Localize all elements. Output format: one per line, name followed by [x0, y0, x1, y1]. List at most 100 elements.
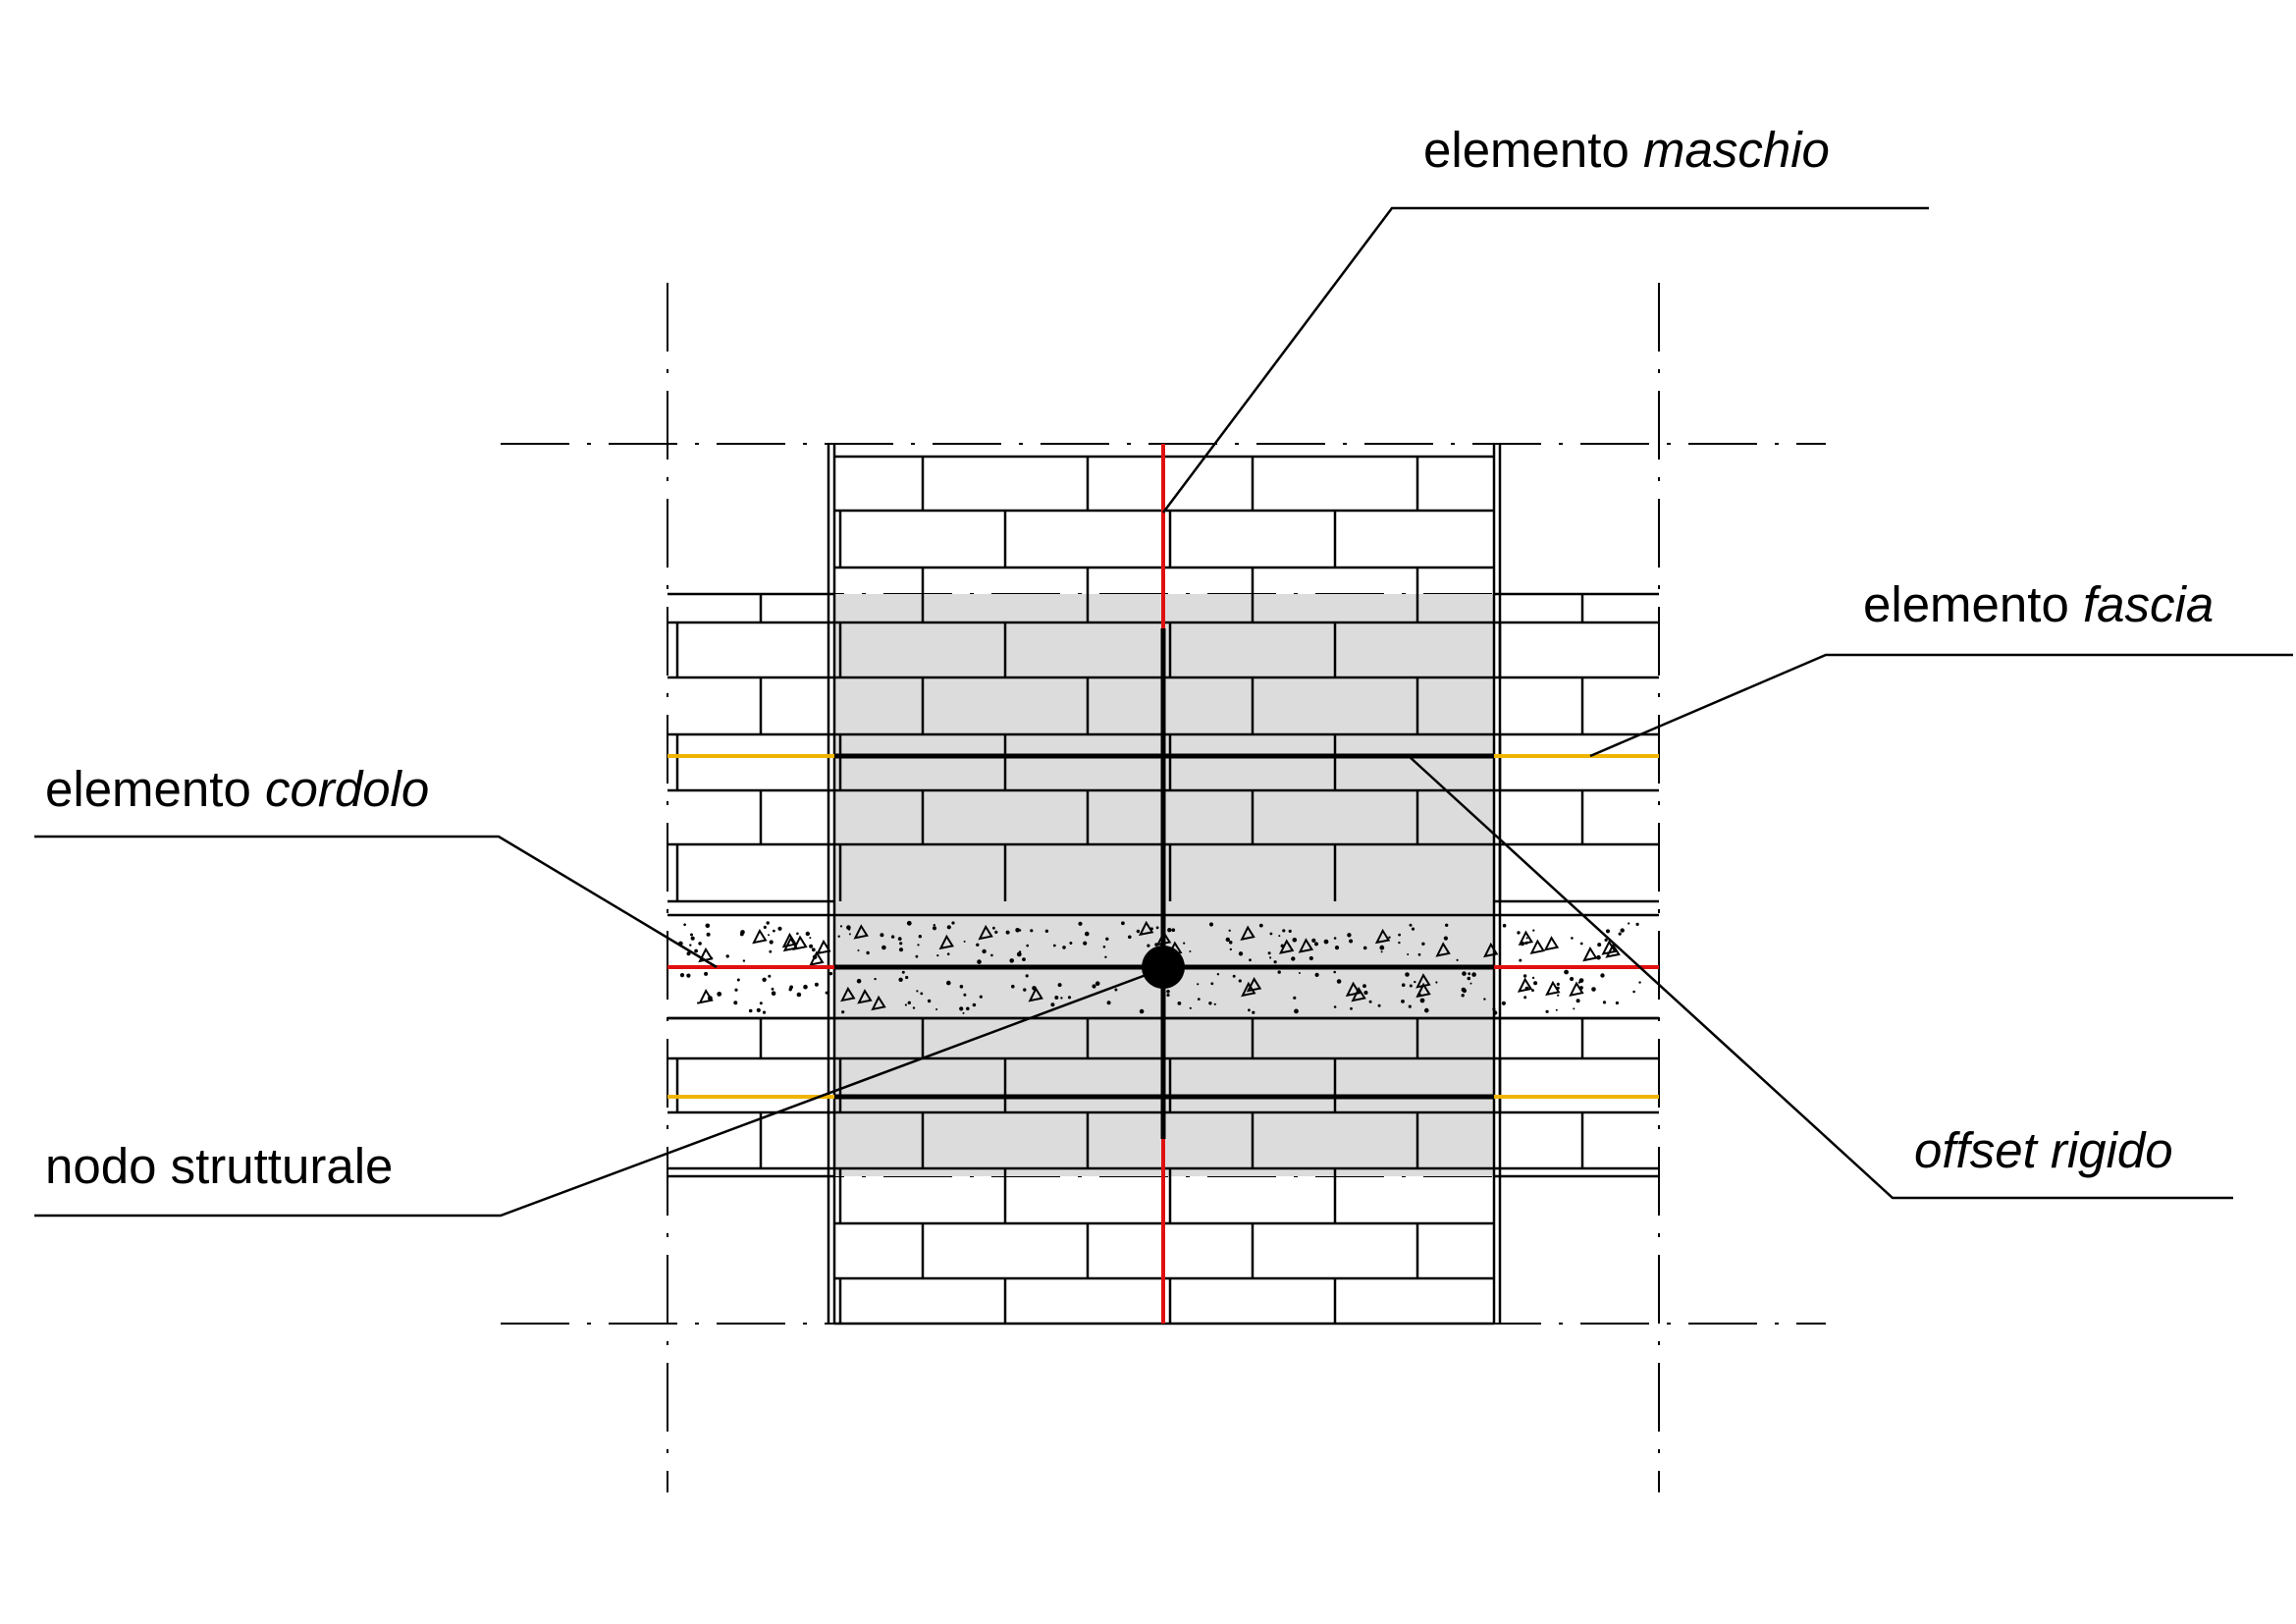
concrete-speck: [848, 933, 851, 936]
concrete-speck: [1635, 922, 1639, 927]
concrete-speck: [1532, 929, 1535, 932]
concrete-speck: [1147, 944, 1150, 947]
concrete-speck: [1350, 1006, 1353, 1010]
concrete-speck: [1054, 996, 1059, 1000]
concrete-speck: [704, 971, 709, 976]
concrete-speck: [1095, 981, 1100, 986]
concrete-speck: [828, 971, 833, 976]
concrete-speck: [1121, 921, 1125, 926]
concrete-speck: [736, 978, 740, 982]
concrete-speck: [905, 975, 909, 980]
concrete-speck: [756, 1007, 761, 1012]
concrete-speck: [857, 949, 860, 951]
concrete-speck: [1333, 937, 1337, 940]
concrete-speck: [1197, 998, 1201, 1001]
structural-node: [1142, 946, 1185, 989]
concrete-speck: [1105, 937, 1109, 941]
concrete-speck: [1248, 1008, 1251, 1012]
concrete-speck: [1443, 936, 1448, 941]
concrete-speck: [1136, 929, 1141, 934]
concrete-speck: [1417, 952, 1421, 956]
concrete-speck: [1421, 942, 1425, 946]
concrete-speck: [1291, 956, 1296, 961]
concrete-speck: [1379, 945, 1385, 950]
concrete-speck: [918, 935, 922, 939]
concrete-speck: [912, 1006, 916, 1009]
concrete-speck: [1461, 994, 1465, 998]
concrete-speck: [683, 923, 686, 926]
concrete-aggregate: [1345, 981, 1362, 998]
concrete-aggregate: [1240, 925, 1255, 941]
concrete-speck: [1278, 935, 1281, 938]
concrete-aggregate: [1545, 980, 1561, 997]
concrete-speck: [1005, 930, 1010, 935]
concrete-aggregate: [840, 986, 856, 1002]
concrete-speck: [1015, 928, 1020, 933]
concrete-speck: [898, 977, 903, 982]
concrete-speck: [1468, 972, 1471, 976]
concrete-aggregate: [1298, 938, 1314, 953]
concrete-speck: [1467, 976, 1471, 981]
cordolo-band: [667, 913, 1659, 1020]
label-prefix: elemento: [1423, 122, 1629, 178]
concrete-speck: [733, 1001, 738, 1005]
concrete-speck: [763, 925, 767, 930]
label-prefix: elemento: [1863, 576, 2069, 632]
concrete-aggregate: [871, 995, 886, 1011]
concrete-speck: [1288, 929, 1292, 934]
concrete-speck: [1362, 946, 1367, 950]
concrete-speck: [880, 933, 884, 938]
concrete-speck: [825, 991, 828, 995]
concrete-speck: [1333, 1005, 1337, 1008]
concrete-speck: [899, 942, 903, 946]
label-term: cordolo: [264, 761, 430, 817]
concrete-speck: [1600, 973, 1605, 978]
concrete-speck: [1398, 941, 1401, 945]
concrete-speck: [959, 985, 964, 989]
concrete-speck: [811, 947, 816, 952]
concrete-speck: [740, 930, 745, 935]
concrete-speck: [1189, 1006, 1192, 1009]
concrete-speck: [1409, 984, 1413, 988]
concrete-speck: [1273, 960, 1277, 964]
concrete-speck: [976, 943, 980, 947]
concrete-speck: [856, 978, 862, 984]
concrete-speck: [1414, 980, 1416, 984]
leader-lines: [34, 206, 2293, 1218]
concrete-speck: [1269, 932, 1273, 936]
concrete-speck: [1025, 974, 1029, 978]
concrete-speck: [769, 940, 774, 945]
concrete-speck: [977, 959, 982, 964]
concrete-speck: [1419, 998, 1425, 1003]
concrete-speck: [748, 1008, 753, 1013]
concrete-speck: [766, 921, 770, 925]
concrete-speck: [1573, 1007, 1575, 1010]
concrete-aggregate: [782, 936, 799, 952]
concrete-speck: [1216, 973, 1220, 976]
concrete-speck: [773, 929, 775, 933]
concrete-speck: [1618, 932, 1622, 936]
concrete-aggregate: [1601, 940, 1617, 955]
concrete-speck: [689, 944, 692, 947]
concrete-speck: [769, 949, 773, 953]
concrete-aggregate: [1517, 977, 1533, 993]
concrete-speck: [932, 926, 937, 931]
concrete-speck: [771, 987, 774, 991]
concrete-speck: [1522, 974, 1527, 978]
concrete-speck: [1604, 938, 1608, 943]
concrete-speck: [1128, 935, 1132, 940]
concrete-speck: [805, 931, 810, 937]
concrete-speck: [1044, 929, 1049, 933]
concrete-speck: [759, 1001, 763, 1005]
concrete-speck: [841, 1010, 845, 1014]
concrete-speck: [1519, 958, 1522, 962]
concrete-speck: [1424, 1007, 1429, 1013]
concrete-speck: [1102, 946, 1106, 948]
concrete-speck: [1228, 941, 1233, 945]
label-term: fascia: [2082, 576, 2215, 632]
concrete-speck: [1575, 999, 1580, 1003]
concrete-speck: [1492, 1007, 1496, 1011]
concrete-speck: [1620, 928, 1625, 933]
concrete-speck: [898, 947, 904, 952]
concrete-speck: [994, 930, 998, 935]
